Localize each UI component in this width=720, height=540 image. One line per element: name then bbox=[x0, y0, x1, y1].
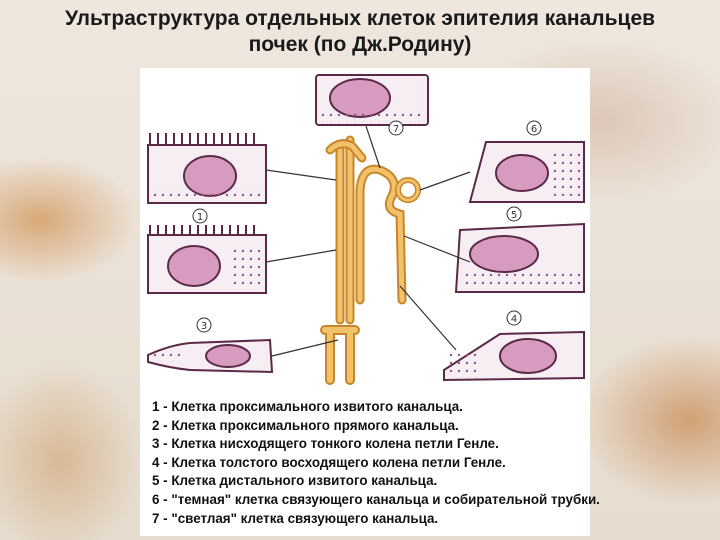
marker-5: 5 bbox=[511, 210, 517, 221]
marker-3: 3 bbox=[201, 321, 207, 332]
cell-2 bbox=[147, 225, 267, 294]
legend-item-4: 4 - Клетка толстого восходящего колена п… bbox=[152, 454, 506, 470]
cell-3: 3 bbox=[147, 317, 274, 374]
marker-4: 4 bbox=[511, 314, 517, 325]
cell-7: 7 bbox=[315, 74, 429, 136]
slide-title: Ультраструктура отдельных клеток эпители… bbox=[0, 6, 720, 58]
title-line-1: Ультраструктура отдельных клеток эпители… bbox=[64, 7, 656, 30]
cell-4: 4 bbox=[443, 310, 585, 382]
legend-item-2: 2 - Клетка проксимального прямого каналь… bbox=[152, 417, 459, 433]
marker-1: 1 bbox=[197, 212, 203, 223]
legend-item-5: 5 - Клетка дистального извитого канальца… bbox=[152, 473, 438, 489]
cell-6: 6 bbox=[468, 120, 585, 203]
marker-6: 6 bbox=[531, 124, 537, 135]
legend: 1 - Клетка проксимального извитого канал… bbox=[152, 398, 712, 528]
nephron-tubule bbox=[320, 135, 421, 385]
cell-5: 5 bbox=[454, 206, 585, 293]
legend-item-6: 6 - "темная" клетка связующего канальца … bbox=[152, 491, 600, 507]
cell-1: 1 bbox=[147, 133, 267, 224]
legend-item-3: 3 - Клетка нисходящего тонкого колена пе… bbox=[152, 436, 499, 452]
title-line-2: почек (по Дж.Родину) bbox=[248, 33, 472, 56]
legend-item-7: 7 - "светлая" клетка связующего канальца… bbox=[152, 510, 439, 526]
legend-item-1: 1 - Клетка проксимального извитого канал… bbox=[152, 399, 463, 414]
marker-7: 7 bbox=[393, 124, 399, 135]
leader-lines bbox=[265, 125, 471, 357]
